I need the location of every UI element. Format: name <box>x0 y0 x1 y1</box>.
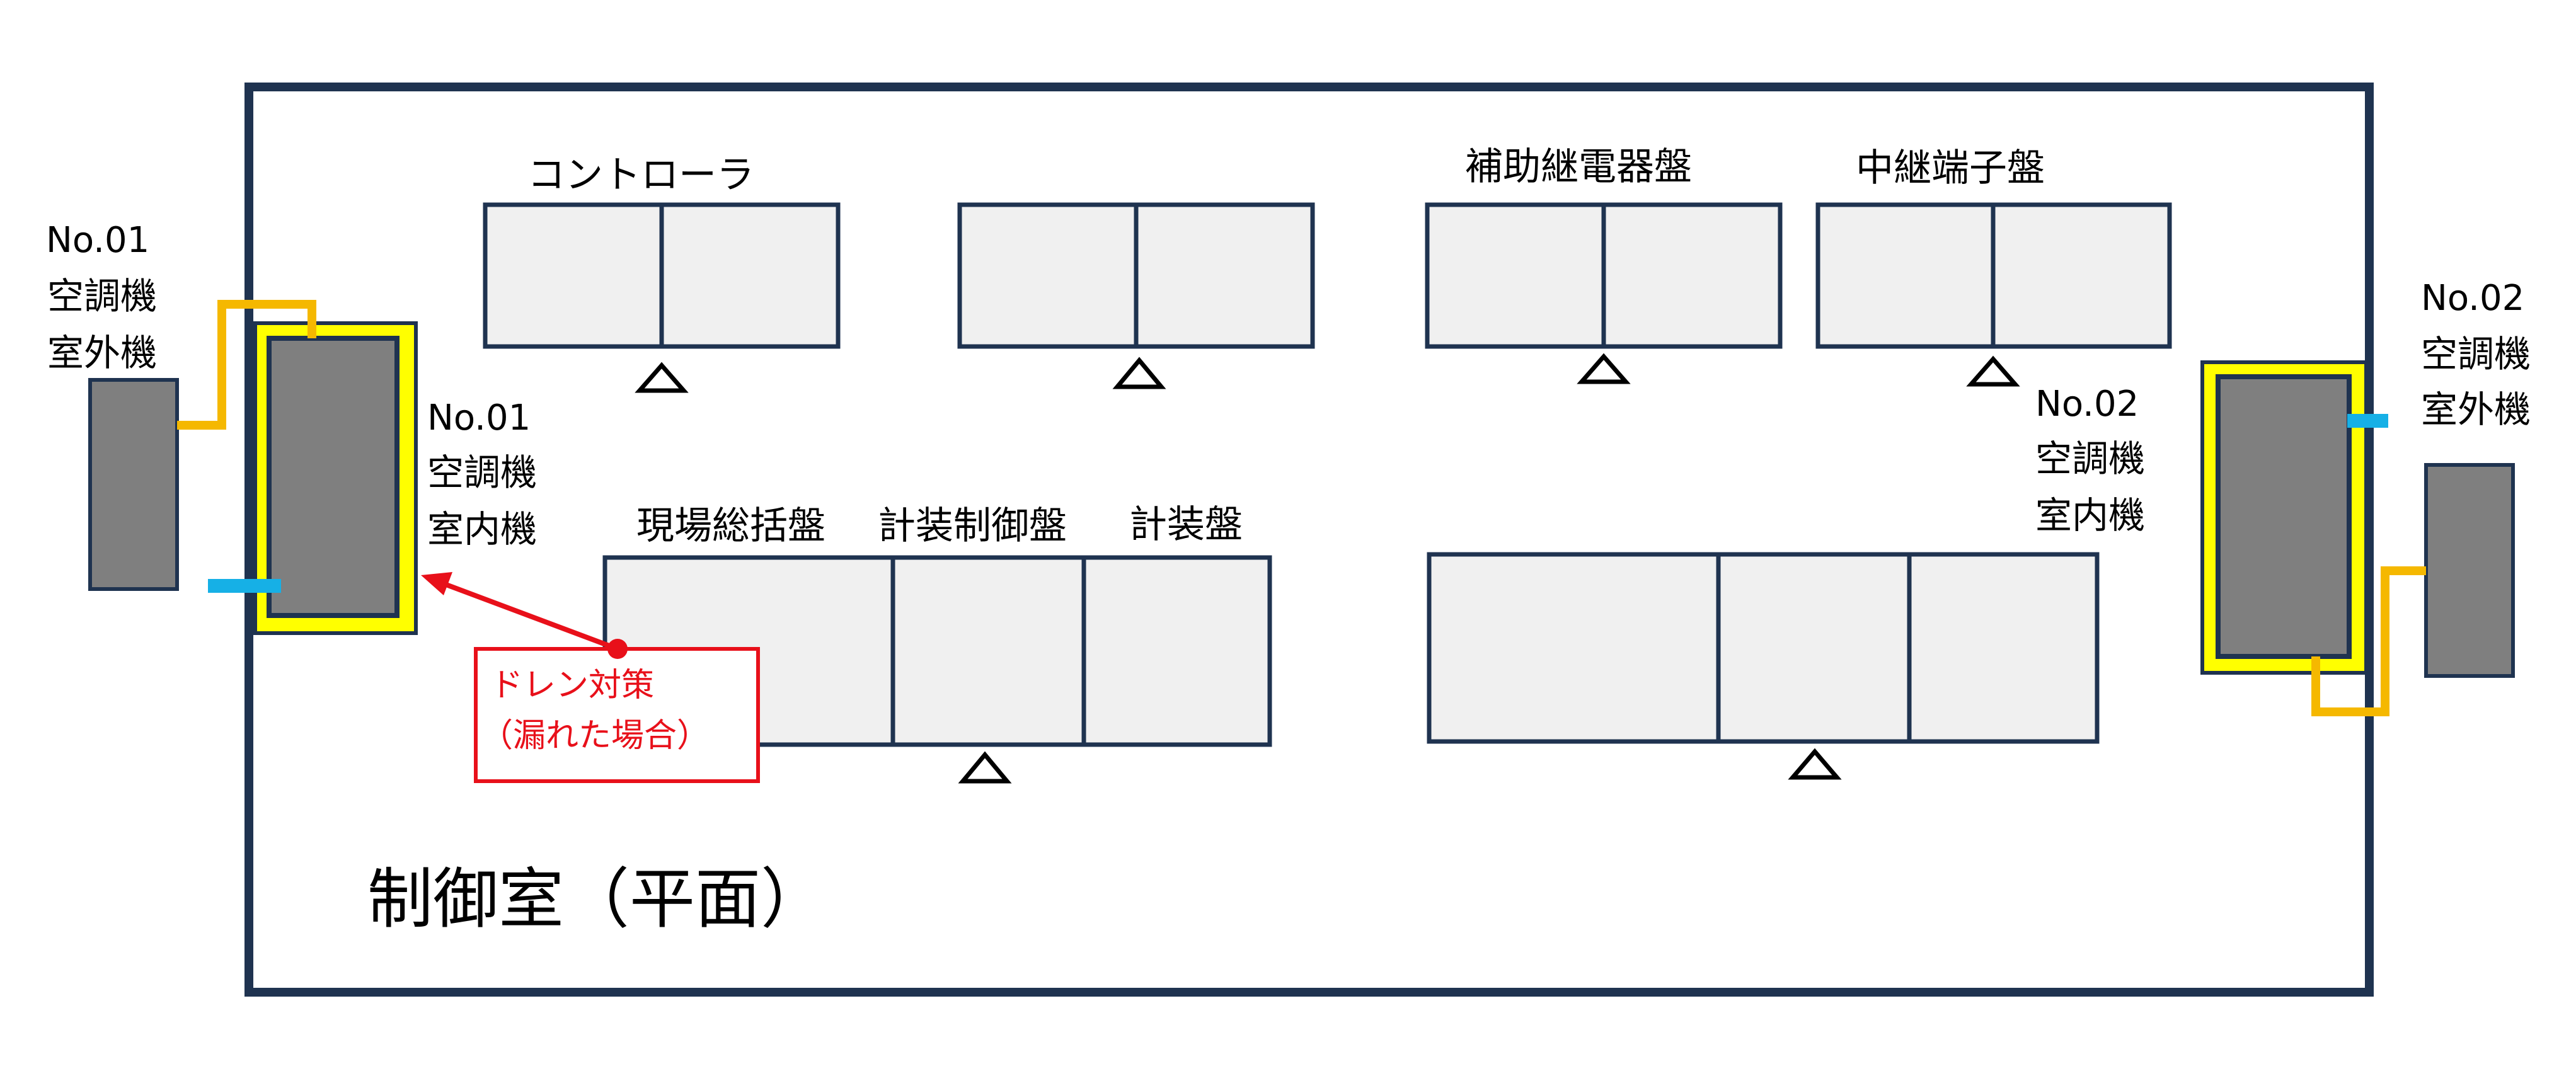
drain-callout: ドレン対策 （漏れた場合） <box>421 572 760 783</box>
site-general-panel-label: 現場総括盤 <box>636 504 825 548</box>
aux-relay-panel <box>1425 202 1783 349</box>
no02-outdoor-unit <box>2424 463 2515 678</box>
no01-outdoor-label-line3: 室外機 <box>47 331 157 374</box>
triangle-icon <box>635 362 689 393</box>
controller-label: コントローラ <box>527 153 754 197</box>
callout-box <box>474 647 760 783</box>
no02-indoor-label-line2: 空調機 <box>2035 437 2145 480</box>
no02-outdoor-label-line2: 空調機 <box>2421 333 2531 375</box>
no02-outdoor-label-line3: 室外機 <box>2421 388 2531 431</box>
room-outline <box>244 83 2374 997</box>
no01-refrigerant-pipe <box>177 300 316 430</box>
triangle-icon <box>1966 355 2020 387</box>
no01-indoor-label-line2: 空調機 <box>427 451 537 494</box>
no02-indoor-label-line1: No.02 <box>2035 384 2139 425</box>
instrument-control-panel-label: 計装制御盤 <box>878 504 1067 548</box>
instrument-panel-label: 計装盤 <box>1129 503 1243 547</box>
no02-indoor-unit <box>2200 360 2368 675</box>
controller-panel <box>483 202 841 349</box>
triangle-icon <box>958 751 1012 784</box>
callout-line1: ドレン対策 <box>490 667 654 704</box>
no02-indoor-label-line3: 室内機 <box>2035 494 2145 537</box>
callout-line2: （漏れた場合） <box>480 717 710 755</box>
arrow-head-icon <box>421 572 452 595</box>
no01-outdoor-label-line1: No.01 <box>46 220 149 261</box>
no01-outdoor-label-line2: 空調機 <box>47 275 157 318</box>
room-title: 制御室（平面） <box>367 861 826 937</box>
no01-indoor-unit <box>253 321 418 635</box>
no01-indoor-label-line1: No.01 <box>427 398 531 438</box>
no02-outdoor-label-line1: No.02 <box>2421 278 2524 319</box>
triangle-icon <box>1577 353 1631 384</box>
unlabeled-panel <box>957 202 1315 349</box>
no02-refrigerant-pipe <box>2311 566 2426 716</box>
no01-indoor-label-line3: 室内機 <box>427 508 537 551</box>
aux-relay-label: 補助継電器盤 <box>1465 145 1692 189</box>
relay-terminal-panel <box>1815 202 2172 349</box>
no01-outdoor-unit <box>88 378 179 591</box>
relay-terminal-label: 中継端子盤 <box>1856 146 2045 190</box>
triangle-icon <box>1112 357 1166 389</box>
triangle-icon <box>1788 748 1842 780</box>
callout-anchor-dot <box>607 639 628 659</box>
right-panel-row <box>1427 552 2100 744</box>
